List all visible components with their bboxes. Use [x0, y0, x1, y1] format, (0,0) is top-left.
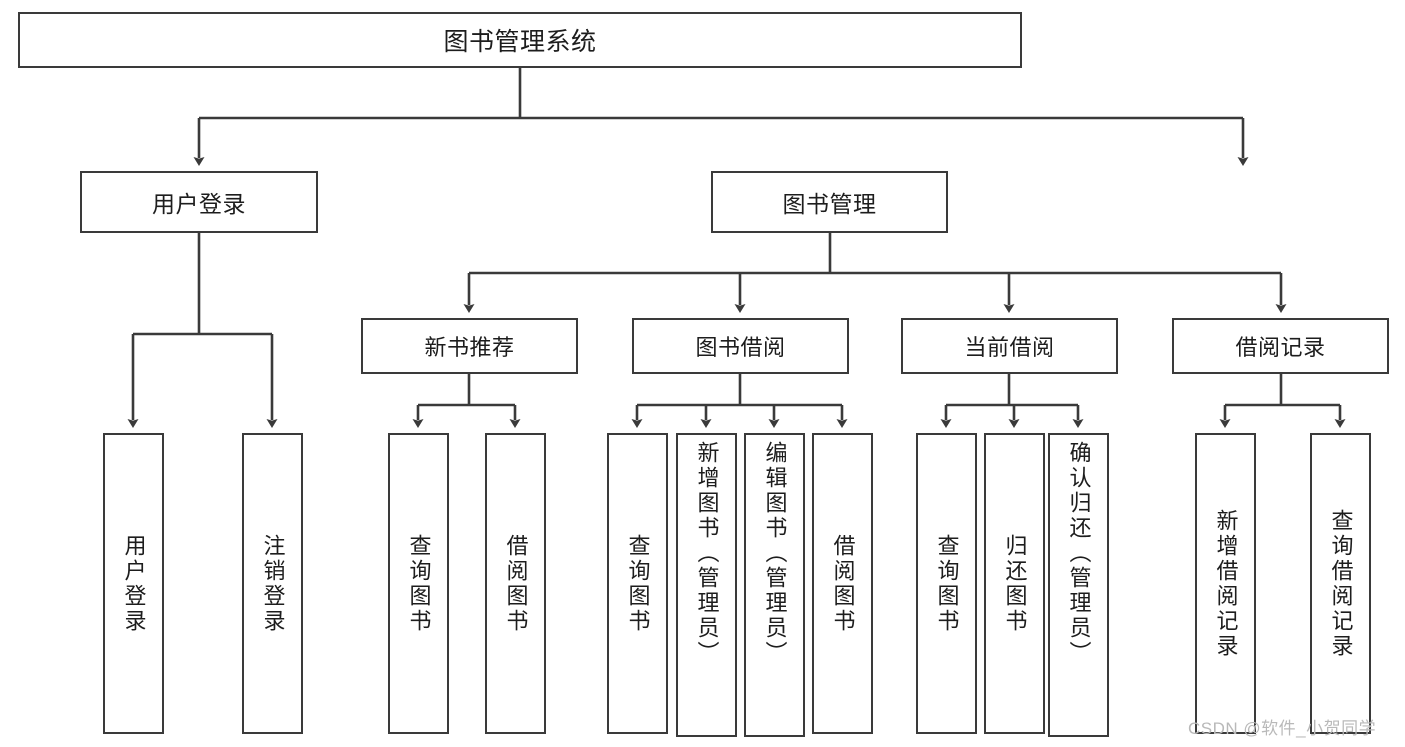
node-leaf-borrow-book-rec[interactable]: 借阅图书 [485, 433, 546, 734]
node-leaf-add-book[interactable]: 新增图书（管理员） [676, 433, 737, 737]
node-label: 图书管理 [782, 191, 877, 217]
node-label: 查询图书 [625, 533, 651, 634]
node-leaf-query-record[interactable]: 查询借阅记录 [1310, 433, 1371, 734]
node-label: 查询图书 [934, 533, 960, 634]
node-leaf-edit-book[interactable]: 编辑图书（管理员） [744, 433, 805, 737]
node-label: 确认归还（管理员） [1066, 441, 1092, 666]
node-label: 借阅图书 [830, 533, 856, 634]
node-leaf-user-login[interactable]: 用户登录 [103, 433, 164, 734]
node-leaf-logout[interactable]: 注销登录 [242, 433, 303, 734]
node-book-borrow[interactable]: 图书借阅 [632, 318, 849, 374]
node-leaf-return-book[interactable]: 归还图书 [984, 433, 1045, 734]
node-label: 注销登录 [260, 533, 286, 634]
watermark-text: CSDN @软件_小贺同学 [1188, 719, 1377, 738]
node-label: 新书推荐 [424, 335, 515, 360]
node-leaf-query-book-rec[interactable]: 查询图书 [388, 433, 449, 734]
node-label: 新增图书（管理员） [694, 441, 720, 666]
node-leaf-confirm-return[interactable]: 确认归还（管理员） [1048, 433, 1109, 737]
node-label: 当前借阅 [964, 335, 1055, 360]
node-current-borrow[interactable]: 当前借阅 [901, 318, 1118, 374]
node-label: 新增借阅记录 [1213, 508, 1239, 659]
node-label: 查询借阅记录 [1328, 508, 1354, 659]
node-label: 用户登录 [152, 191, 246, 217]
node-leaf-borrow-book[interactable]: 借阅图书 [812, 433, 873, 734]
node-label: 查询图书 [406, 533, 432, 634]
node-label: 图书借阅 [695, 335, 786, 360]
node-book-manage[interactable]: 图书管理 [711, 171, 948, 233]
node-root-system[interactable]: 图书管理系统 [18, 12, 1022, 68]
node-label: 用户登录 [121, 533, 147, 634]
node-label: 借阅记录 [1235, 335, 1326, 360]
node-leaf-query-book[interactable]: 查询图书 [607, 433, 668, 734]
node-label: 编辑图书（管理员） [762, 441, 788, 666]
node-leaf-add-record[interactable]: 新增借阅记录 [1195, 433, 1256, 734]
node-user-login[interactable]: 用户登录 [80, 171, 318, 233]
node-label: 归还图书 [1002, 533, 1028, 634]
node-new-book-rec[interactable]: 新书推荐 [361, 318, 578, 374]
node-label: 图书管理系统 [443, 28, 597, 56]
node-borrow-record[interactable]: 借阅记录 [1172, 318, 1389, 374]
node-leaf-query-book-cur[interactable]: 查询图书 [916, 433, 977, 734]
node-label: 借阅图书 [503, 533, 529, 634]
